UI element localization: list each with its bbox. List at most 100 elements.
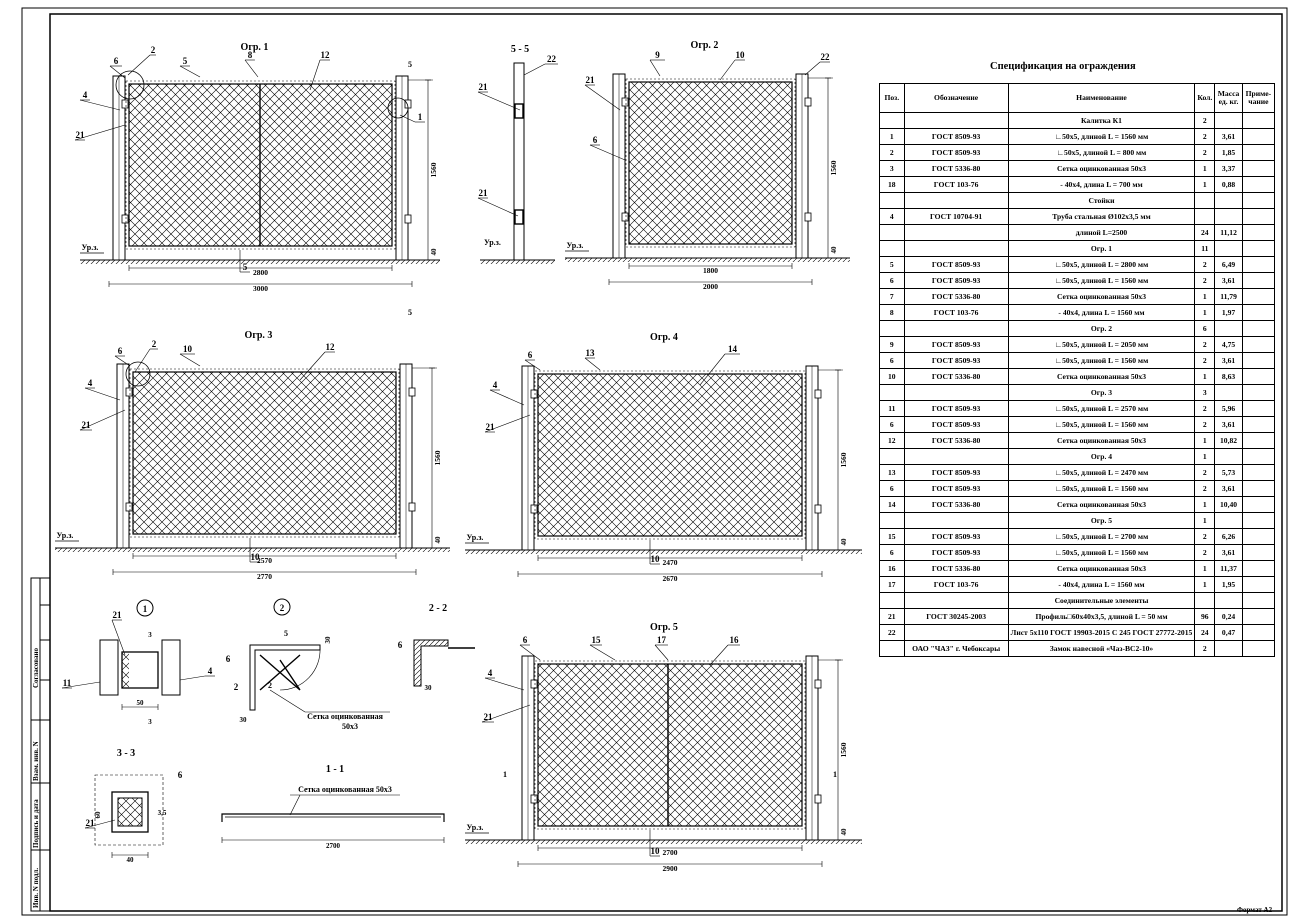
callout-number: 21 <box>479 82 489 92</box>
dimension: 3,5 <box>158 809 167 817</box>
spec-cell: ГОСТ 8509-93 <box>903 544 1009 561</box>
spec-cell: Сетка оцинкованная 50x3 <box>1007 432 1196 449</box>
spec-cell: 10,82 <box>1214 432 1243 449</box>
callout-number: 21 <box>82 420 92 430</box>
spec-cell: 0,88 <box>1214 176 1243 193</box>
spec-cell <box>1241 192 1276 209</box>
spec-cell <box>879 320 905 337</box>
spec-cell: ∟50x5, длиной L = 1560 мм <box>1007 272 1196 289</box>
callout-number: 15 <box>592 635 602 645</box>
mesh-label: Сетка оцинкованная 50x3 <box>298 785 392 794</box>
spec-cell: Огр. 5 <box>1007 512 1196 529</box>
spec-cell <box>1241 176 1276 193</box>
ground-hatch <box>480 260 555 264</box>
spec-cell: 1 <box>1194 496 1216 513</box>
spec-cell <box>1241 640 1276 657</box>
spec-cell: 3,61 <box>1214 352 1243 369</box>
spec-cell: 6 <box>1194 320 1216 337</box>
spec-cell <box>1241 400 1276 417</box>
spec-cell: длиной L=2500 <box>1007 224 1196 241</box>
detail-circle-2 <box>115 70 145 100</box>
mesh-size: 50x3 <box>342 722 358 731</box>
spec-cell <box>1194 192 1216 209</box>
spec-cell <box>1214 112 1243 129</box>
spec-cell: 24 <box>1194 624 1216 641</box>
leader-line <box>399 114 416 123</box>
callout-number: 21 <box>113 610 123 620</box>
spec-cell: Профиль□60x40x3,5, длиной L = 50 мм <box>1007 608 1196 625</box>
spec-cell: 1 <box>1194 176 1216 193</box>
spec-cell: 24 <box>1194 224 1216 241</box>
spec-cell <box>1241 304 1276 321</box>
ground-level-mark: Ур.з. <box>57 531 74 540</box>
spec-cell: 2 <box>1194 144 1216 161</box>
spec-cell <box>1241 368 1276 385</box>
leader-line <box>179 675 206 681</box>
callout-number: 6 <box>114 56 119 66</box>
spec-group-row: Соединительные элементы <box>879 592 1276 609</box>
leader-line <box>484 677 525 691</box>
callout-number: 6 <box>118 346 123 356</box>
spec-cell: ГОСТ 8509-93 <box>903 256 1009 273</box>
spec-header-cell: Обозначение <box>903 83 1009 113</box>
spec-cell <box>1241 592 1276 609</box>
leader-line <box>61 681 101 689</box>
spec-cell: 2 <box>1194 256 1216 273</box>
spec-cell: 15 <box>879 528 905 545</box>
callout-number: 10 <box>183 344 193 354</box>
callout-number: 21 <box>479 188 489 198</box>
spec-cell: ГОСТ 8509-93 <box>903 416 1009 433</box>
spec-cell: ∟50x5, длиной L = 800 мм <box>1007 144 1196 161</box>
view-title: Огр. 4 <box>650 332 678 343</box>
spec-cell <box>1241 480 1276 497</box>
leader-line <box>584 357 601 371</box>
spec-cell: ГОСТ 10704-91 <box>903 208 1009 225</box>
spec-cell: 11,37 <box>1214 560 1243 577</box>
spec-cell <box>879 640 905 657</box>
spec-cell <box>903 192 1009 209</box>
leader-line <box>109 65 126 79</box>
spec-cell: 8,63 <box>1214 368 1243 385</box>
spec-cell <box>1241 464 1276 481</box>
spec-cell: 1 <box>1194 512 1216 529</box>
spec-cell: 2 <box>1194 544 1216 561</box>
spec-header-cell: Кол. <box>1194 83 1216 113</box>
spec-cell: ∟50x5, длиной L = 2700 мм <box>1007 528 1196 545</box>
spec-cell <box>1241 416 1276 433</box>
spec-header-cell: Масса ед. кг. <box>1214 83 1243 113</box>
dimension: 30 <box>425 684 433 692</box>
detail-number: 2 <box>280 603 285 613</box>
callout-number: 4 <box>493 380 498 390</box>
spec-cell <box>1241 448 1276 465</box>
dimension-outer-width: 2670 <box>663 574 678 583</box>
dimension-inner-width: 2700 <box>663 848 678 857</box>
dimension: 3 <box>148 631 152 639</box>
spec-cell: Сетка оцинкованная 50x3 <box>1007 496 1196 513</box>
spec-cell: 10 <box>879 368 905 385</box>
spec-cell: 4 <box>879 208 905 225</box>
spec-cell <box>903 240 1009 257</box>
dimension-outer-width: 3000 <box>253 284 268 293</box>
spec-cell <box>1241 512 1276 529</box>
callout-number: 10 <box>651 554 661 564</box>
dimension: 60 <box>94 811 102 819</box>
ground-level-mark: Ур.з. <box>467 533 484 542</box>
spec-cell: ∟50x5, длиной L = 2570 мм <box>1007 400 1196 417</box>
angle-profile <box>249 644 321 711</box>
view-title: 5 - 5 <box>511 44 529 55</box>
leader-line <box>589 644 616 661</box>
callout-number: 9 <box>655 50 660 60</box>
spec-cell: ГОСТ 8509-93 <box>903 480 1009 497</box>
leader-line <box>309 59 321 91</box>
spec-cell: ГОСТ 103-76 <box>903 304 1009 321</box>
callout-number: 21 <box>586 75 596 85</box>
dimension-height: 1560 <box>839 452 848 467</box>
dimension-height: 1560 <box>839 742 848 757</box>
dimension-height: 1560 <box>829 160 838 175</box>
dimension-clearance: 40 <box>840 828 848 836</box>
